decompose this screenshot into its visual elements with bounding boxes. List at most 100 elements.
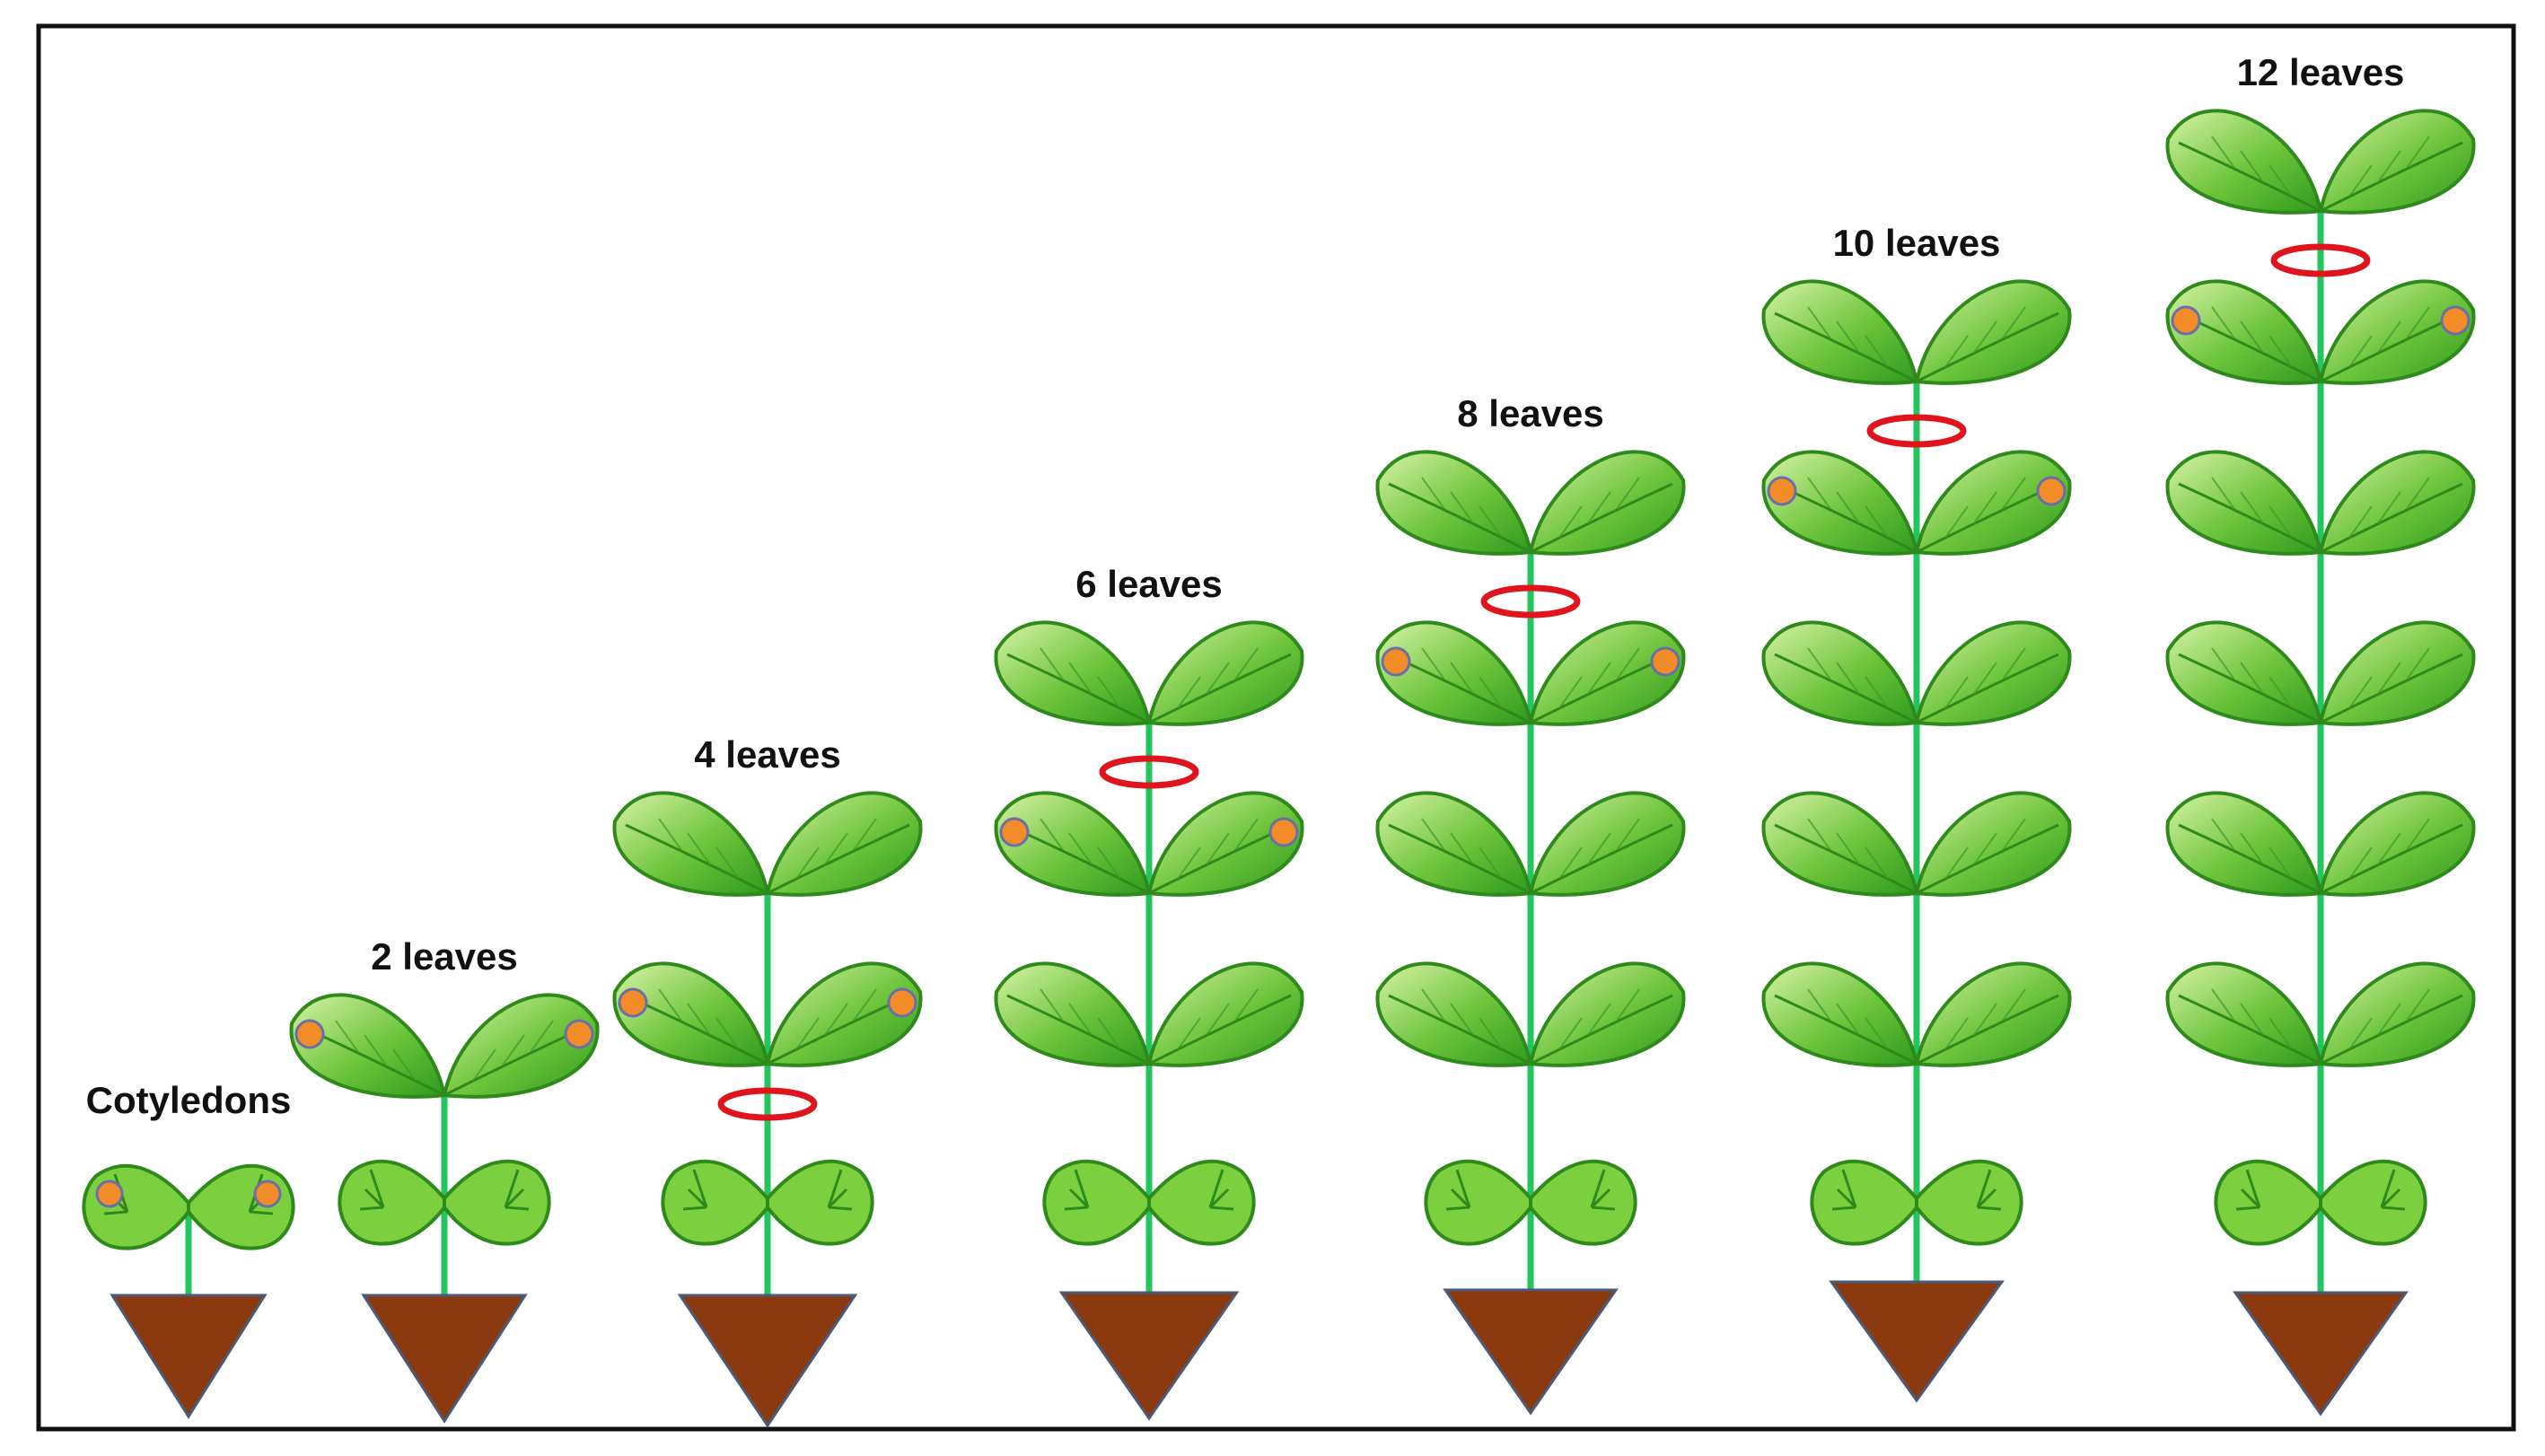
leaf-left-pair-4-midrib	[1388, 482, 1531, 554]
leaf-right-pair-1	[1528, 961, 1686, 1067]
leaf-left-pair-2	[994, 791, 1152, 897]
leaf-left-pair-1-vein	[392, 1048, 417, 1082]
leaf-right-pair-1-midrib	[1916, 994, 2059, 1066]
cotyledon-left	[82, 1163, 190, 1250]
leaf-left-pair-5-vein	[1807, 306, 1831, 339]
leaf-left-pair-1-blade	[994, 961, 1152, 1067]
leaf-right-pair-1-spot	[887, 987, 917, 1018]
leaf-left-pair-2-vein	[1421, 818, 1445, 851]
leaf-left-pair-2-vein	[1068, 832, 1093, 865]
leaf-left-pair-4-spot	[1767, 476, 1797, 506]
cotyledon-right-lobe-line	[504, 1188, 525, 1209]
leaf-left-pair-3-blade	[2165, 620, 2323, 726]
leaf-right-pair-2-vein	[1558, 846, 1583, 880]
leaf-right-pair-1-blade	[442, 993, 600, 1099]
leaf-right-pair-6-vein	[2377, 150, 2401, 183]
cotyledon-left-lobe-line	[2245, 1169, 2261, 1208]
leaf-right-pair-2-midrib	[1916, 823, 2059, 895]
leaf-right-pair-5-vein	[2406, 306, 2430, 339]
cotyledon-left-lobe-line	[682, 1206, 707, 1211]
cotyledon-right-lobe-line	[1976, 1169, 1992, 1208]
leaf-left-pair-3	[1375, 620, 1533, 726]
stage-label: 6 leaves	[1075, 563, 1223, 605]
leaf-right-pair-4-blade	[1528, 450, 1686, 556]
cotyledon-right	[443, 1159, 551, 1246]
leaf-left-pair-2-vein	[1479, 846, 1503, 880]
leaf-left-pair-2-blade	[612, 791, 770, 897]
cotyledon-right-lobe-line	[827, 1188, 848, 1209]
leaf-left-pair-2-vein	[1040, 818, 1064, 851]
leaf-right-pair-5-vein	[2377, 320, 2401, 354]
cotyledon-right-lobe-line	[505, 1206, 530, 1211]
leaf-right-pair-1-vein	[530, 1020, 554, 1053]
leaf-left-pair-4-blade	[2165, 450, 2323, 556]
leaf-right-pair-5-spot	[2440, 305, 2470, 336]
leaf-left-pair-1-vein	[658, 988, 682, 1022]
stem-ring-marker	[2270, 243, 2371, 277]
plant-stage-6: 12 leaves	[2165, 51, 2476, 1417]
leaf-right-pair-3	[2318, 620, 2476, 726]
leaf-right-pair-1-blade	[1528, 961, 1686, 1067]
leaf-left-pair-3-vein	[1865, 676, 1889, 709]
leaf-left-pair-2	[1375, 791, 1533, 897]
cotyledon-left-lobe-line	[369, 1169, 385, 1208]
leaf-left-pair-4-vein	[1865, 505, 1889, 539]
leaf-right-pair-1-vein	[2002, 988, 2026, 1022]
leaf-right-pair-3-vein	[2406, 647, 2430, 680]
cotyledon-right	[187, 1163, 295, 1250]
leaf-right-pair-3-blade	[1146, 620, 1304, 726]
leaf-left-pair-1	[612, 961, 770, 1067]
leaf-left-pair-1-vein	[715, 1017, 740, 1050]
leaf-left-pair-1-vein	[1479, 1017, 1503, 1050]
leaf-left-pair-4	[1761, 450, 1919, 556]
leaf-right-pair-4-blade	[2318, 450, 2476, 556]
leaf-right-pair-1	[442, 993, 600, 1099]
leaf-left-pair-4-vein	[1421, 477, 1445, 510]
leaf-left-pair-5-midrib	[1774, 311, 1918, 383]
leaf-left-pair-1-vein	[2269, 1017, 2293, 1050]
cotyledon-right-lobe-line	[1208, 1169, 1224, 1208]
cotyledon-right-lobe-line	[2380, 1188, 2401, 1209]
leaf-right-pair-5-vein	[2348, 335, 2373, 368]
soil-pot	[1058, 1291, 1240, 1421]
leaf-left-pair-1-vein	[1068, 1003, 1093, 1036]
leaf-left-pair-3-vein	[2269, 676, 2293, 709]
leaf-left-pair-2-midrib	[1774, 823, 1918, 895]
leaf-right-pair-1	[765, 961, 923, 1067]
cotyledon-left-lobe-line	[1450, 1188, 1471, 1209]
leaf-left-pair-3-vein	[2240, 662, 2264, 695]
leaf-left-pair-5	[2165, 279, 2323, 385]
leaf-left-pair-3-spot	[1381, 646, 1411, 677]
leaf-left-pair-3-vein	[2211, 647, 2235, 680]
leaf-left-pair-2-vein	[1097, 846, 1121, 880]
leaf-right-pair-1-vein	[2348, 1017, 2373, 1050]
leaf-left-pair-5-blade	[2165, 279, 2323, 385]
leaf-right-pair-1-vein	[472, 1048, 496, 1082]
leaf-right-pair-1-blade	[765, 961, 923, 1067]
leaf-left-pair-4-vein	[1450, 491, 1474, 524]
plant-stage-5: 10 leaves	[1761, 222, 2072, 1403]
leaf-left-pair-4-blade	[1375, 450, 1533, 556]
leaf-left-pair-3-vein	[1450, 662, 1474, 695]
soil-pot	[1829, 1280, 2005, 1403]
soil-pot	[2233, 1291, 2409, 1417]
leaf-left-pair-1-spot	[618, 987, 648, 1018]
cotyledon-right	[1147, 1159, 1256, 1246]
leaf-right-pair-5-vein	[1973, 320, 1997, 354]
cotyledon-left-blade	[2214, 1159, 2322, 1246]
leaf-right-pair-1-vein	[1973, 1003, 1997, 1036]
cotyledon-right-spot	[253, 1180, 282, 1208]
cotyledon-right	[766, 1159, 874, 1246]
cotyledon-left-lobe-line	[1074, 1169, 1090, 1208]
leaf-left-pair-3-vein	[1807, 647, 1831, 680]
cotyledon-right-lobe-line	[1976, 1188, 1997, 1209]
leaf-left-pair-3-midrib	[2178, 653, 2321, 724]
leaf-right-pair-1-vein	[824, 1003, 848, 1036]
leaf-left-pair-1-vein	[1040, 988, 1064, 1022]
leaf-right-pair-2	[1146, 791, 1304, 897]
plant-stage-2: 4 leaves	[612, 733, 923, 1428]
leaf-right-pair-2-vein	[824, 832, 848, 865]
leaf-right-pair-1-vein	[1234, 988, 1259, 1022]
leaf-right-pair-5-blade	[2318, 279, 2476, 385]
leaf-right-pair-3-blade	[1528, 620, 1686, 726]
